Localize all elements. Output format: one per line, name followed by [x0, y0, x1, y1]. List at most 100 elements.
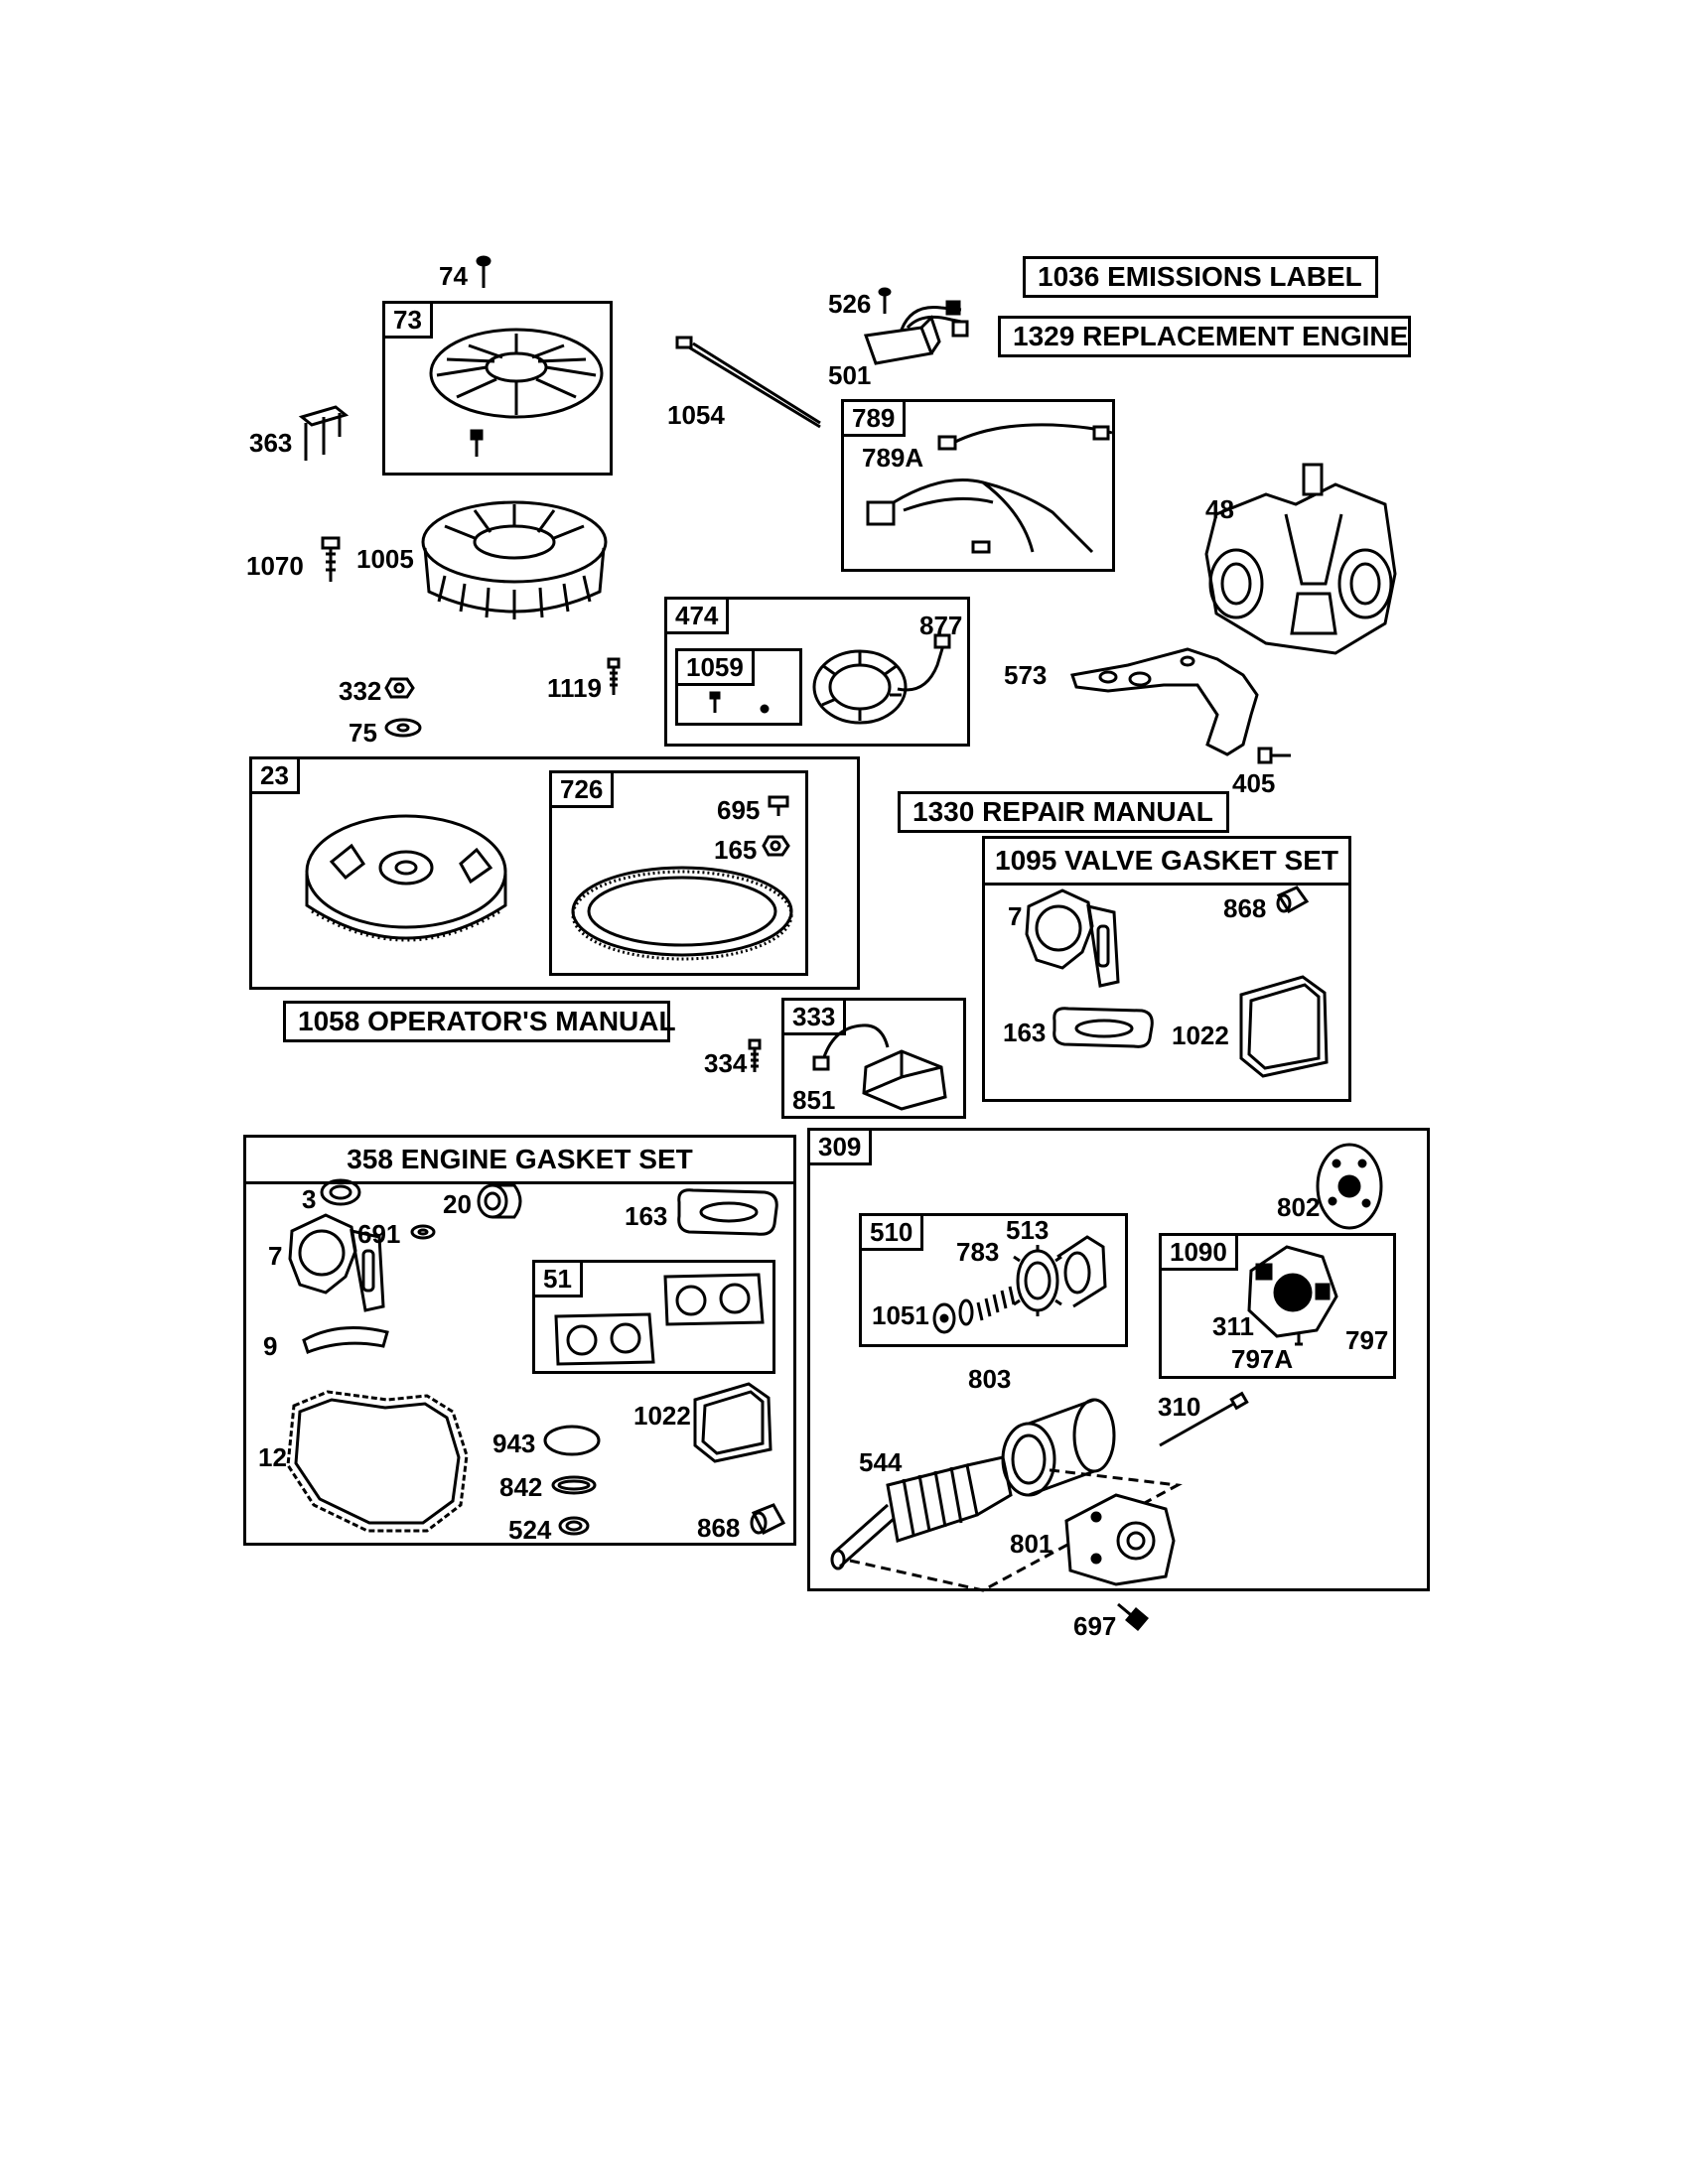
- gasket-9-drawing: [302, 1326, 389, 1354]
- part-label-803: 803: [968, 1364, 1012, 1394]
- part-label-163: 163: [625, 1201, 668, 1231]
- group-333-box: 333: [781, 998, 966, 1119]
- engine-gasket-set-box: 358 ENGINE GASKET SET: [243, 1135, 796, 1546]
- seal-20-drawing: [477, 1183, 522, 1219]
- part-label-165: 165: [714, 835, 758, 865]
- regulator-501-drawing: [863, 300, 969, 365]
- group-510-tag: 510: [859, 1213, 924, 1251]
- group-726-box: 726: [549, 770, 808, 976]
- part-label-1051: 1051: [872, 1300, 929, 1330]
- backplate-573-drawing: [1070, 647, 1259, 756]
- group-309-tag: 309: [807, 1128, 873, 1165]
- cover-gasket-1022-valve-drawing: [1239, 975, 1329, 1078]
- group-309-box: 309: [807, 1128, 1430, 1591]
- part-label-851: 851: [792, 1085, 836, 1115]
- bolt-695-drawing: [768, 795, 789, 816]
- group-333-tag: 333: [781, 998, 847, 1035]
- flywheel-23-drawing: [305, 814, 507, 942]
- part-label-1119: 1119: [547, 673, 602, 703]
- screw-668-drawing: [470, 429, 484, 457]
- part-label-1022: 1022: [633, 1401, 691, 1431]
- part-label-783: 783: [956, 1237, 1000, 1267]
- ring-gear-726-drawing: [571, 866, 793, 961]
- part-label-868-valve: 868: [1223, 893, 1267, 923]
- end-plate-801-drawing: [1064, 1493, 1176, 1586]
- part-label-801: 801: [1010, 1529, 1053, 1559]
- part-label-334: 334: [704, 1048, 748, 1078]
- group-474-tag: 474: [664, 597, 730, 634]
- group-726-tag: 726: [549, 770, 615, 808]
- engine-block-48-drawing: [1204, 463, 1397, 655]
- group-73-tag: 73: [382, 301, 433, 339]
- armature-544-drawing: [830, 1455, 1013, 1570]
- screw-405-drawing: [1257, 747, 1291, 764]
- bolt-1070-drawing: [321, 536, 341, 582]
- bolt-1119-drawing: [607, 657, 621, 695]
- nut-165-drawing: [762, 835, 790, 857]
- stator-877-drawing: [812, 633, 951, 725]
- cable-tie-1054-drawing: [675, 336, 821, 429]
- group-1090-box: 1090: [1159, 1233, 1396, 1379]
- group-789-tag: 789: [841, 399, 907, 437]
- part-label-842: 842: [499, 1472, 543, 1502]
- valve-gasket-set-title: 1095 VALVE GASKET SET: [985, 839, 1348, 886]
- repair-manual-title: 1330 REPAIR MANUAL: [898, 791, 1229, 833]
- washer-691-drawing: [410, 1224, 436, 1240]
- part-label-363: 363: [249, 428, 293, 458]
- part-label-573: 573: [1004, 660, 1048, 690]
- group-1090-tag: 1090: [1159, 1233, 1238, 1271]
- bolt-74-drawing: [476, 255, 491, 288]
- screw-526-drawing: [878, 287, 892, 314]
- gasket-163-drawing: [677, 1188, 778, 1236]
- group-73-box: 73: [382, 301, 613, 476]
- group-23-box: 23: [249, 756, 860, 990]
- part-label-311: 311: [1212, 1311, 1254, 1341]
- part-label-802: 802: [1277, 1192, 1321, 1222]
- part-label-9: 9: [263, 1331, 278, 1361]
- part-label-163-valve: 163: [1003, 1018, 1047, 1047]
- part-label-310: 310: [1158, 1392, 1201, 1422]
- part-label-1005: 1005: [356, 544, 414, 574]
- fan-1005-drawing: [421, 500, 608, 619]
- group-474-box: 474: [664, 597, 970, 747]
- group-51-tag: 51: [532, 1260, 583, 1297]
- brush-holder-1090-drawing: [1247, 1245, 1338, 1346]
- part-label-332: 332: [339, 676, 382, 706]
- end-cap-802-drawing: [1316, 1143, 1383, 1230]
- part-label-3: 3: [302, 1184, 317, 1214]
- seal-868-drawing: [750, 1503, 786, 1536]
- part-label-695: 695: [717, 795, 761, 825]
- o-ring-524-drawing: [558, 1516, 590, 1536]
- cover-gasket-1022-drawing: [693, 1382, 772, 1463]
- part-label-7-valve: 7: [1008, 901, 1023, 931]
- crankcase-gasket-12-drawing: [286, 1390, 469, 1533]
- gasket-163-valve-drawing: [1052, 1007, 1154, 1048]
- part-label-501: 501: [828, 360, 872, 390]
- o-ring-943-drawing: [543, 1425, 601, 1456]
- group-789-box: 789: [841, 399, 1115, 572]
- screw-697-drawing: [1117, 1602, 1149, 1631]
- emissions-label-title: 1036 EMISSIONS LABEL: [1023, 256, 1378, 298]
- o-ring-842-drawing: [551, 1475, 597, 1495]
- part-label-74: 74: [439, 261, 468, 291]
- drive-assembly-510-drawing: [932, 1235, 1107, 1334]
- part-label-544: 544: [859, 1447, 903, 1477]
- operators-manual-title: 1058 OPERATOR'S MANUAL: [283, 1001, 676, 1042]
- intake-gaskets-51-drawing: [554, 1273, 765, 1366]
- head-gasket-7-valve-drawing: [1025, 888, 1120, 988]
- part-label-7: 7: [268, 1241, 283, 1271]
- group-1059-box: 1059: [675, 648, 802, 726]
- seal-3-drawing: [320, 1178, 361, 1206]
- through-bolt-310-drawing: [1159, 1391, 1249, 1447]
- blower-screen-drawing: [429, 328, 604, 419]
- part-label-12: 12: [258, 1442, 287, 1472]
- head-gasket-7-drawing: [288, 1213, 385, 1312]
- part-label-943: 943: [492, 1429, 536, 1458]
- part-label-697: 697: [1073, 1611, 1117, 1641]
- nut-332-drawing: [384, 677, 415, 699]
- part-label-405: 405: [1232, 768, 1276, 798]
- part-label-797: 797: [1345, 1325, 1389, 1355]
- part-label-789a: 789A: [862, 443, 924, 473]
- bracket-363-drawing: [298, 405, 350, 461]
